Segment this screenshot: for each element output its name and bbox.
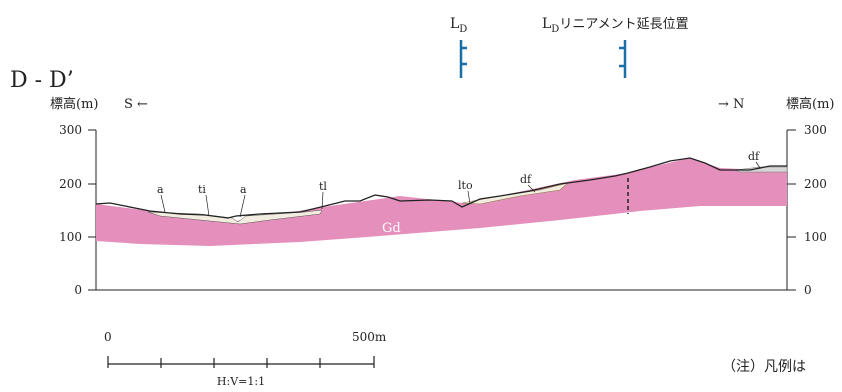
unit-label-tl: tl	[319, 180, 327, 193]
left-tick-0: 0	[74, 283, 82, 297]
granodiorite-body	[96, 158, 787, 246]
unit-label-a-2: a	[240, 183, 247, 196]
south-direction: S ←	[124, 97, 148, 112]
scale-bar	[107, 356, 375, 368]
unit-label-gd: Gd	[382, 221, 401, 236]
lineament-extension-marker	[619, 40, 627, 78]
right-axis-title: 標高(m)	[786, 96, 834, 112]
unit-label-lto: lto	[458, 179, 473, 192]
unit-label-ti: ti	[198, 183, 206, 196]
scale-end-label: 500m	[352, 330, 387, 344]
df-deposit-right	[734, 166, 788, 173]
left-tick-100: 100	[59, 230, 82, 244]
right-tick-300: 300	[804, 123, 827, 137]
right-tick-0: 0	[804, 283, 812, 297]
unit-label-df-1: df	[520, 173, 532, 186]
left-axis-title: 標高(m)	[50, 96, 98, 112]
lineament-label: LD	[450, 16, 467, 35]
left-tick-200: 200	[59, 177, 82, 191]
terrace-deposit-left	[147, 209, 323, 225]
legend-note: （注）凡例は	[722, 359, 806, 375]
right-tick-200: 200	[804, 177, 827, 191]
north-direction: → N	[718, 97, 744, 112]
right-axis	[786, 129, 796, 291]
scale-ratio: H:V=1:1	[217, 375, 265, 388]
lineament-extension-label: LDリニアメント延長位置	[542, 16, 689, 35]
left-axis	[88, 129, 97, 291]
section-title: D - D’	[10, 68, 74, 93]
ground-surface	[95, 157, 787, 219]
unit-label-df-2: df	[748, 150, 760, 163]
scale-start-label: 0	[104, 330, 112, 344]
unit-label-a-1: a	[157, 183, 164, 196]
lineament-marker	[459, 40, 467, 78]
right-tick-100: 100	[804, 230, 827, 244]
left-tick-300: 300	[59, 123, 82, 137]
